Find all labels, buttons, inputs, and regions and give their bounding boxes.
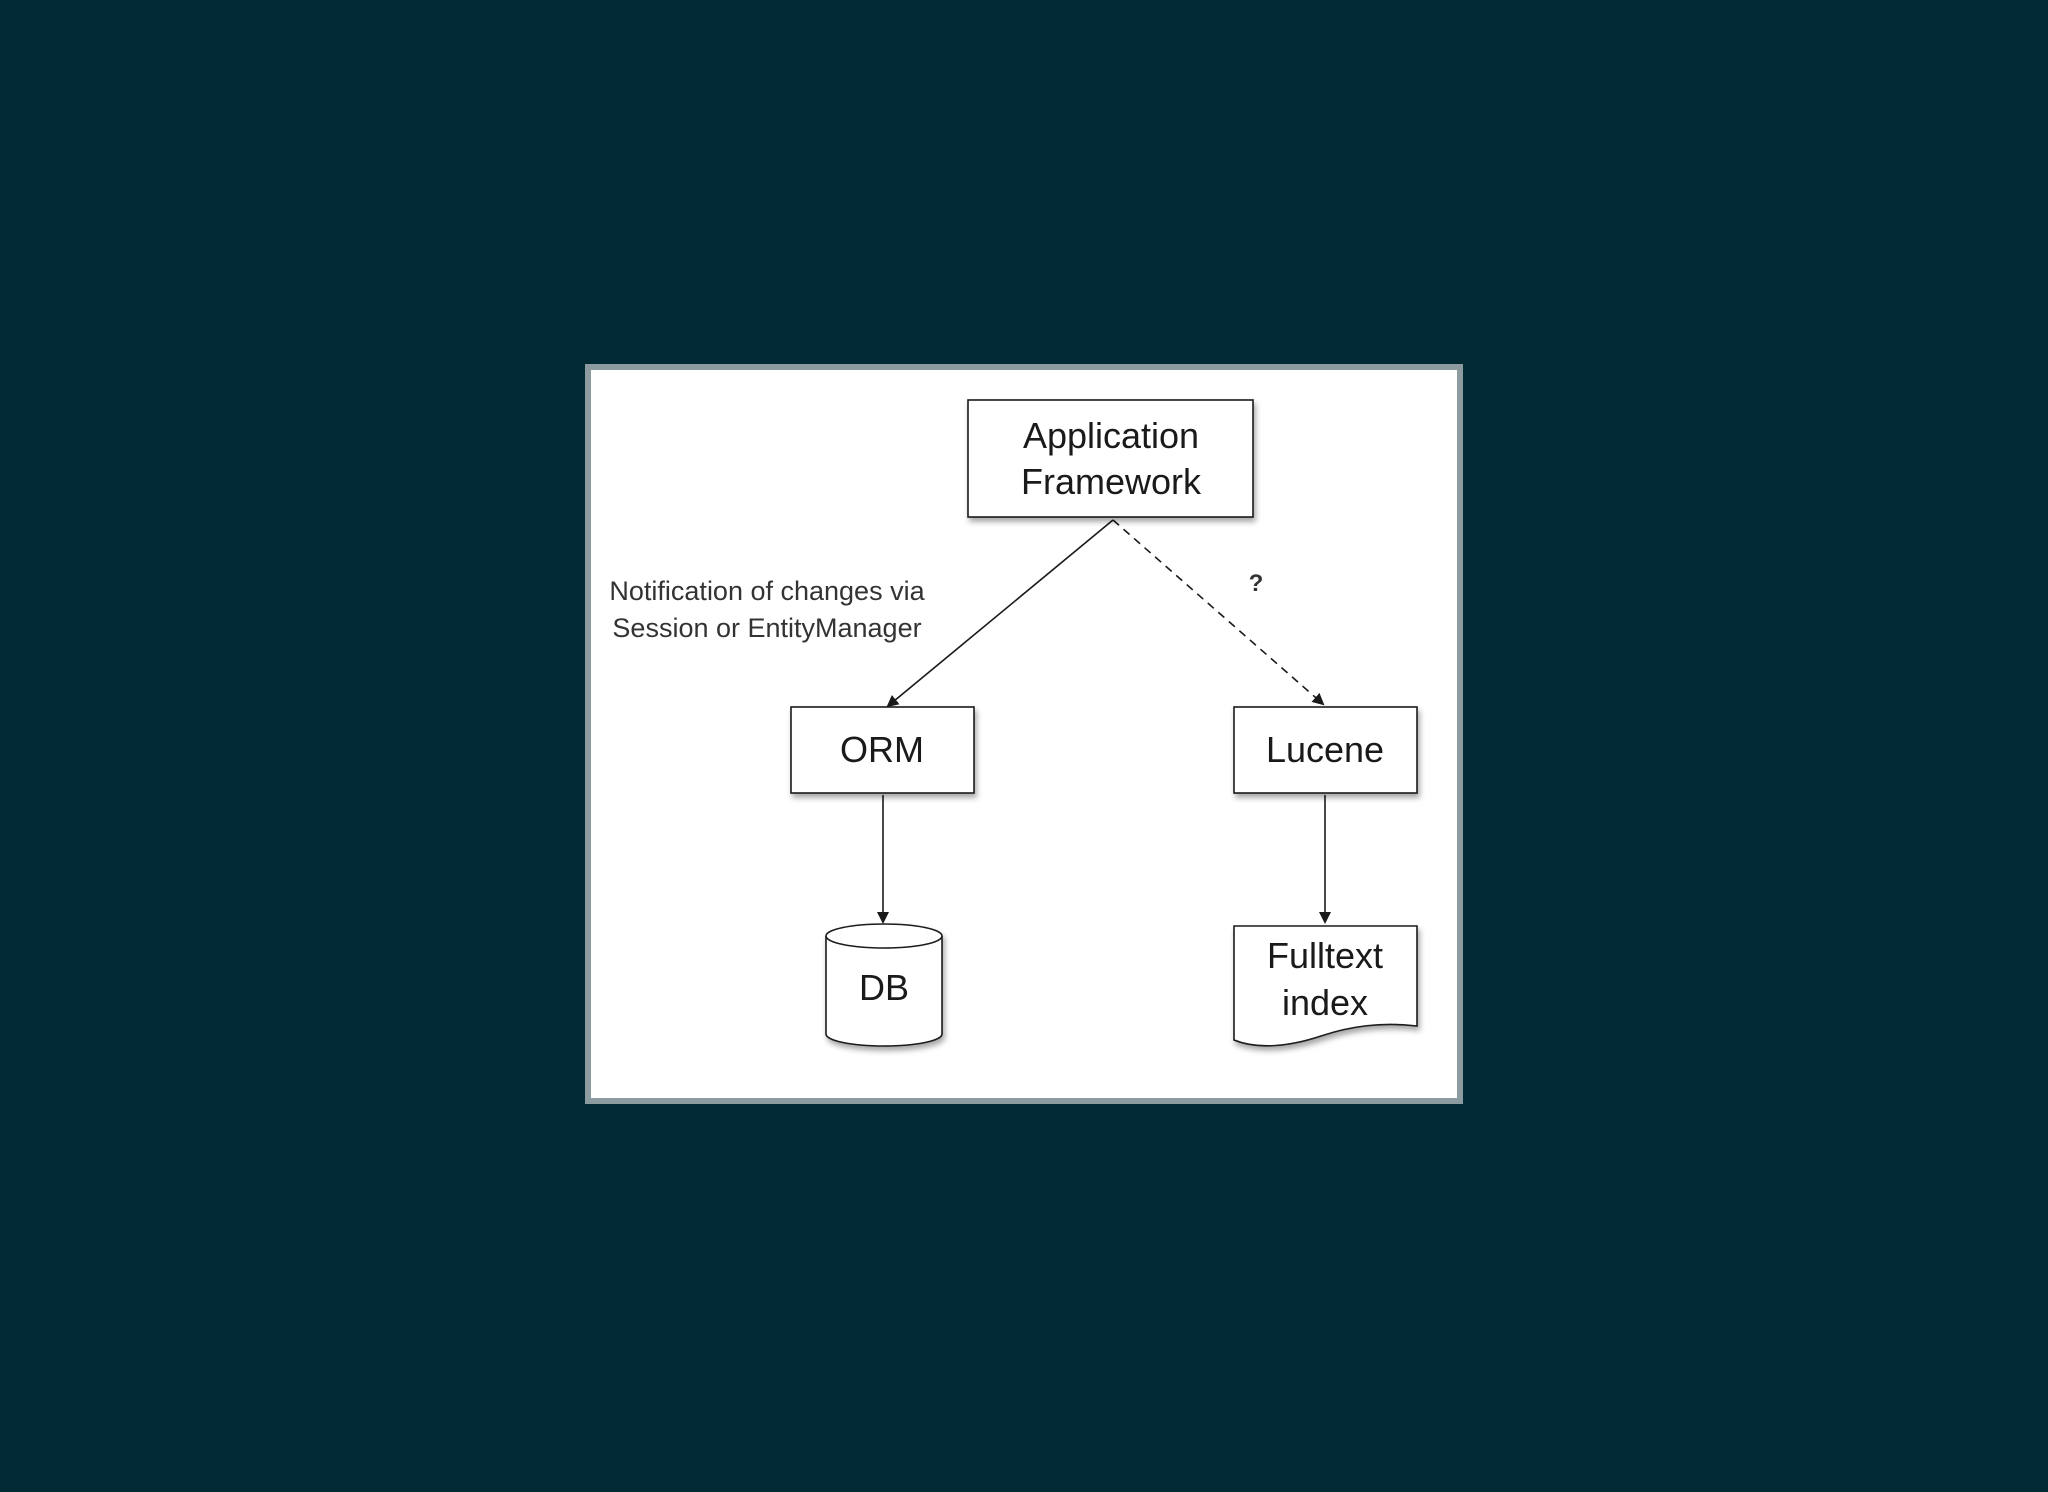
architecture-diagram: Application Framework ORM Lucene DB: [609, 399, 1418, 1047]
edge-app-to-orm-label-line2: Session or EntityManager: [612, 613, 921, 643]
edge-app-to-lucene: [1112, 519, 1325, 706]
node-lucene-label: Lucene: [1266, 729, 1384, 770]
edge-app-to-orm-label-line1: Notification of changes via: [609, 576, 925, 606]
node-db: [825, 923, 943, 1047]
node-orm: ORM: [790, 706, 975, 794]
node-application-framework-line2: Framework: [1021, 461, 1202, 502]
edge-app-to-lucene-label: ?: [1249, 570, 1264, 597]
node-application-framework: Application Framework: [967, 399, 1254, 518]
node-db-label: DB: [859, 967, 909, 1008]
edge-app-to-orm: [886, 519, 1114, 708]
node-lucene: Lucene: [1233, 706, 1418, 794]
node-orm-label: ORM: [840, 729, 924, 770]
node-fulltext-index-line1: Fulltext: [1267, 935, 1383, 976]
node-fulltext-index: Fulltext index: [1233, 925, 1418, 1047]
node-application-framework-line1: Application: [1023, 415, 1199, 456]
node-fulltext-index-line2: index: [1282, 982, 1368, 1023]
diagram-frame: Application Framework ORM Lucene DB: [585, 364, 1463, 1104]
